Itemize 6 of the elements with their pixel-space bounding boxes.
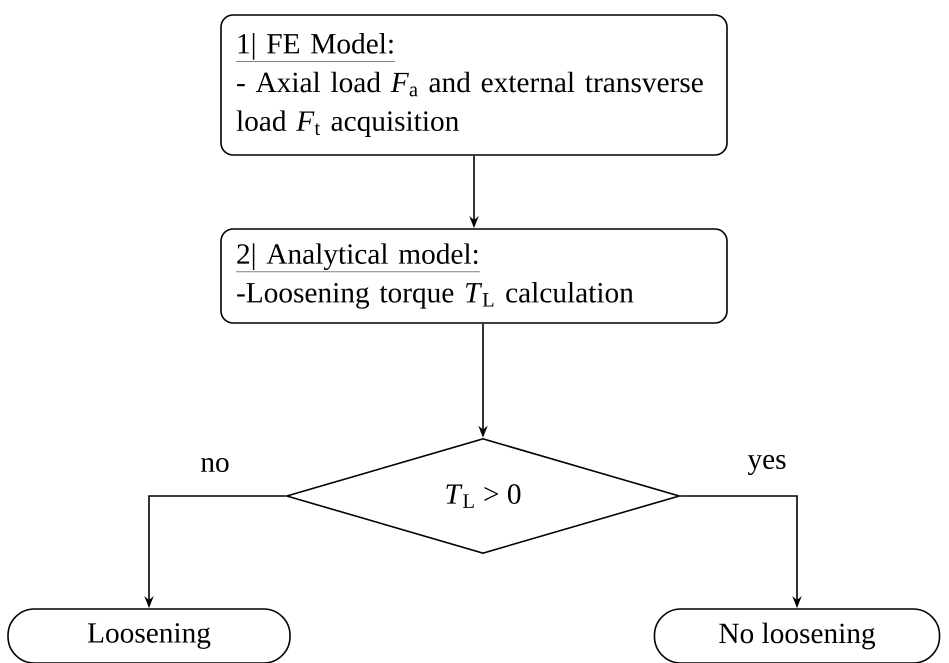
terminal-box: Loosening (7, 608, 291, 663)
process-box: 2| Analytical model: -Loosening torque T$_{L}$ calculation (220, 228, 728, 324)
edge-label: no (199, 456, 231, 474)
process-box: 1| FE Model: - Axial load F$_{a}$ and external transverse load F$_{t}$ acquisition (220, 14, 728, 156)
terminal-box: No loosening (654, 608, 940, 663)
edge-label: yes (746, 454, 788, 476)
